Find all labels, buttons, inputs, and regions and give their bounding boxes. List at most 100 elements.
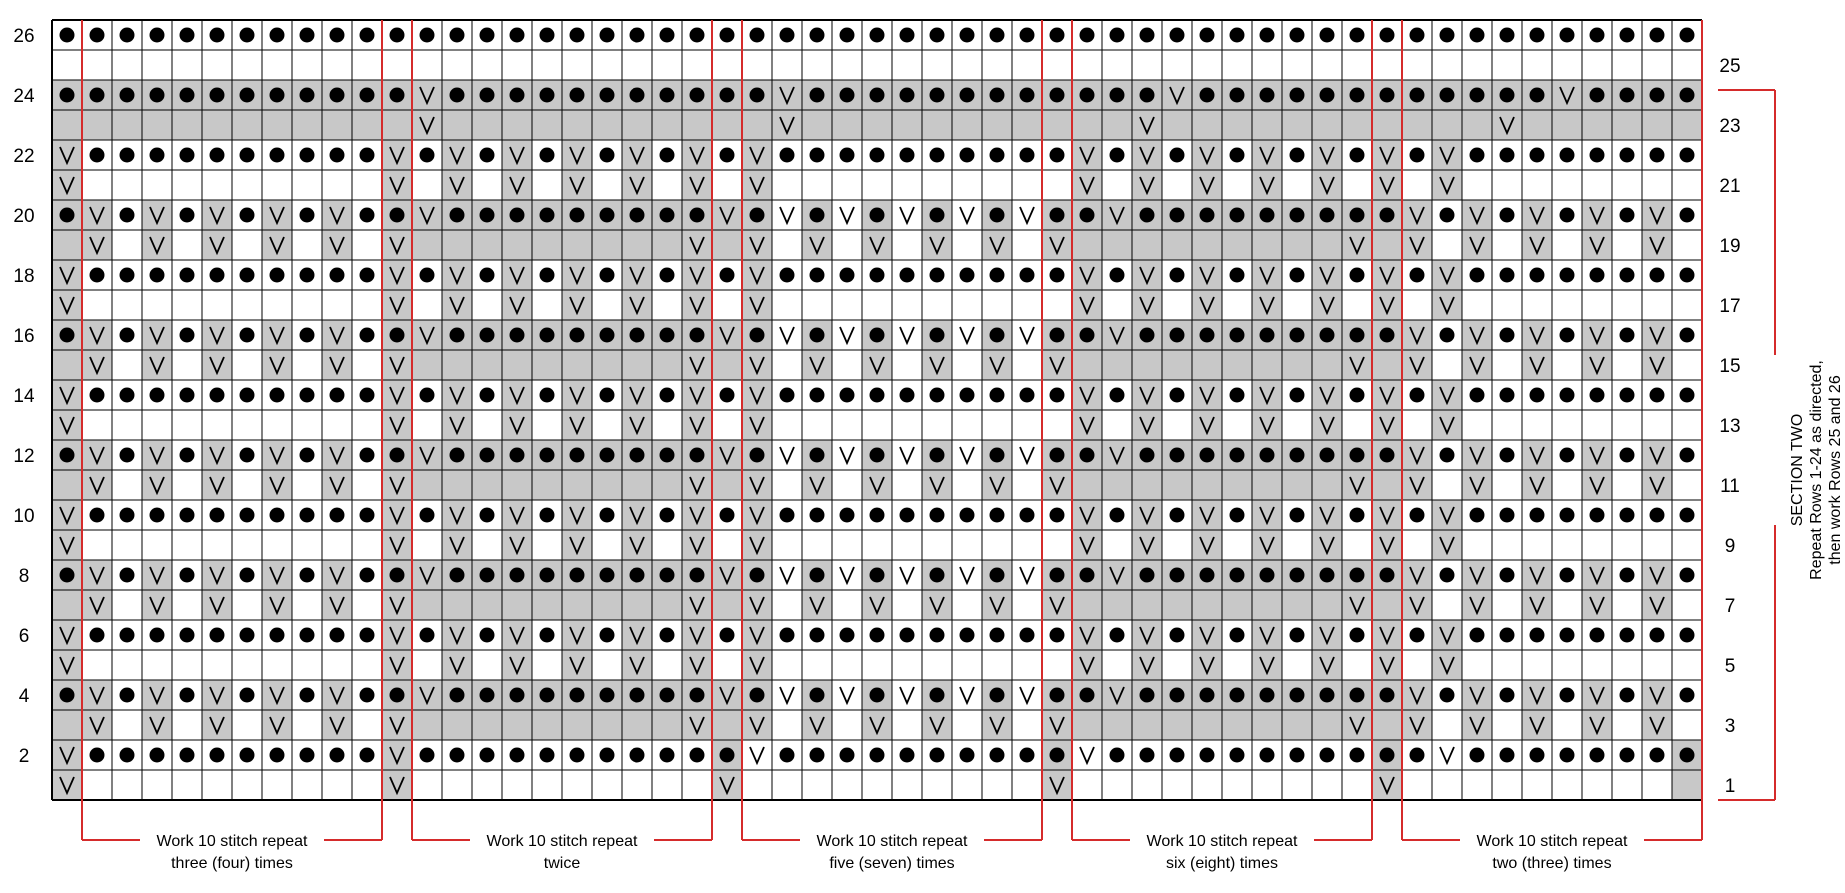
slip-stitch-v [209, 236, 225, 256]
purl-dot [1199, 327, 1215, 343]
shaded-cell [1642, 470, 1672, 500]
slip-stitch-v [1079, 656, 1095, 676]
shaded-cell [382, 380, 412, 410]
purl-dot [749, 87, 765, 103]
slip-stitch-v [149, 236, 165, 256]
shaded-cell [772, 110, 802, 140]
slip-stitch-v [1349, 476, 1365, 496]
purl-dot [809, 747, 825, 763]
purl-dot [149, 507, 165, 523]
purl-dot [629, 567, 645, 583]
purl-dot [899, 267, 915, 283]
slip-stitch-v [749, 746, 765, 766]
purl-dot [1169, 267, 1185, 283]
shaded-cell [742, 110, 772, 140]
shaded-cell [1192, 620, 1222, 650]
slip-stitch-v [899, 566, 915, 586]
purl-dot [1289, 747, 1305, 763]
purl-dot [149, 267, 165, 283]
slip-stitch-v [869, 476, 885, 496]
purl-dot [599, 87, 615, 103]
purl-dot [569, 27, 585, 43]
repeat-caption-line1: Work 10 stitch repeat [1477, 833, 1628, 850]
shaded-cell [652, 590, 682, 620]
slip-stitch-v [1439, 536, 1455, 556]
slip-stitch-v [1019, 206, 1035, 226]
shaded-cell [1642, 710, 1672, 740]
shaded-cell [262, 200, 292, 230]
purl-dot [179, 207, 195, 223]
purl-dot [989, 687, 1005, 703]
shaded-cell [1522, 320, 1552, 350]
purl-dot [659, 387, 675, 403]
slip-stitch-v [1649, 476, 1665, 496]
purl-dot [1679, 387, 1695, 403]
slip-stitch-v [89, 326, 105, 346]
shaded-cell [562, 350, 592, 380]
shaded-cell [1372, 260, 1402, 290]
slip-stitch-v [1109, 446, 1125, 466]
slip-stitch-v [1079, 146, 1095, 166]
slip-stitch-v [629, 266, 645, 286]
purl-dot [1169, 147, 1185, 163]
purl-dot [869, 687, 885, 703]
shaded-cell [1312, 650, 1342, 680]
slip-stitch-v [749, 386, 765, 406]
slip-stitch-v [389, 506, 405, 526]
purl-dot [209, 747, 225, 763]
purl-dot [1619, 147, 1635, 163]
purl-dot [479, 687, 495, 703]
shaded-cell [1642, 590, 1672, 620]
shaded-cell [1132, 470, 1162, 500]
shaded-cell [1402, 110, 1432, 140]
purl-dot [1169, 507, 1185, 523]
purl-dot [419, 627, 435, 643]
shaded-cell [472, 470, 502, 500]
slip-stitch-v [869, 716, 885, 736]
shaded-cell [1072, 470, 1102, 500]
purl-dot [1649, 627, 1665, 643]
section-line1: Repeat Rows 1-24 as directed, [1808, 360, 1825, 580]
purl-dot [989, 327, 1005, 343]
purl-dot [479, 747, 495, 763]
slip-stitch-v [1019, 446, 1035, 466]
slip-stitch-v [329, 326, 345, 346]
purl-dot [1319, 207, 1335, 223]
shaded-cell [52, 140, 82, 170]
slip-stitch-v [719, 776, 735, 796]
purl-dot [599, 387, 615, 403]
shaded-cell [322, 230, 352, 260]
slip-stitch-v [1139, 536, 1155, 556]
purl-dot [719, 747, 735, 763]
purl-dot [479, 447, 495, 463]
purl-dot [1379, 567, 1395, 583]
purl-dot [119, 147, 135, 163]
slip-stitch-v [1019, 686, 1035, 706]
shaded-cell [502, 590, 532, 620]
purl-dot [299, 87, 315, 103]
purl-dot [359, 507, 375, 523]
purl-dot [1139, 747, 1155, 763]
shaded-cell [1192, 710, 1222, 740]
purl-dot [869, 447, 885, 463]
shaded-cell [1462, 470, 1492, 500]
purl-dot [1409, 27, 1425, 43]
purl-dot [1019, 507, 1035, 523]
purl-dot [989, 507, 1005, 523]
slip-stitch-v [749, 536, 765, 556]
shaded-cell [1522, 110, 1552, 140]
purl-dot [149, 387, 165, 403]
shaded-cell [52, 410, 82, 440]
shaded-cell [382, 230, 412, 260]
slip-stitch-v [1649, 326, 1665, 346]
purl-dot [659, 507, 675, 523]
purl-dot [89, 87, 105, 103]
purl-dot [749, 207, 765, 223]
shaded-cell [1372, 230, 1402, 260]
purl-dot [89, 147, 105, 163]
slip-stitch-v [689, 506, 705, 526]
purl-dot [659, 627, 675, 643]
shaded-cell [562, 230, 592, 260]
purl-dot [299, 567, 315, 583]
repeat-caption-line1: Work 10 stitch repeat [157, 833, 308, 850]
